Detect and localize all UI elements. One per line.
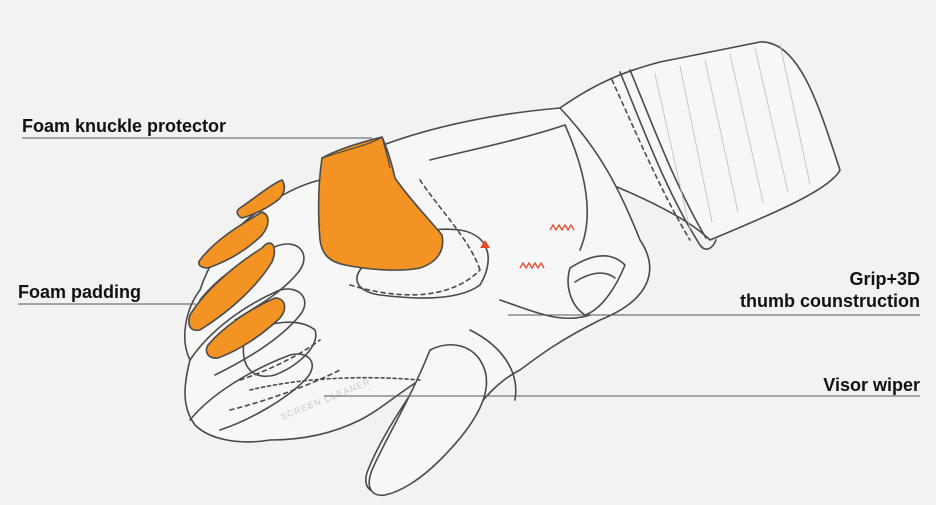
glove-body <box>184 107 651 497</box>
leader-lines <box>18 137 920 397</box>
foam-pad-4 <box>205 297 286 359</box>
label-grip-line1: Grip+3D <box>849 269 920 289</box>
foam-pad-1 <box>236 179 286 219</box>
foam-pad-2 <box>198 211 269 269</box>
grip-accents <box>519 223 575 270</box>
label-grip-thumb-construction: Grip+3D thumb counstruction <box>740 268 920 312</box>
foam-pad-3 <box>188 242 276 332</box>
glove-cuff <box>559 41 841 250</box>
label-foam-knuckle-protector: Foam knuckle protector <box>22 116 227 136</box>
warning-triangle-icon <box>480 240 490 248</box>
label-grip-line2: thumb counstruction <box>740 291 920 311</box>
label-foam-padding: Foam padding <box>18 282 141 302</box>
label-visor-wiper: Visor wiper <box>823 375 920 395</box>
foam-padding <box>188 179 286 359</box>
